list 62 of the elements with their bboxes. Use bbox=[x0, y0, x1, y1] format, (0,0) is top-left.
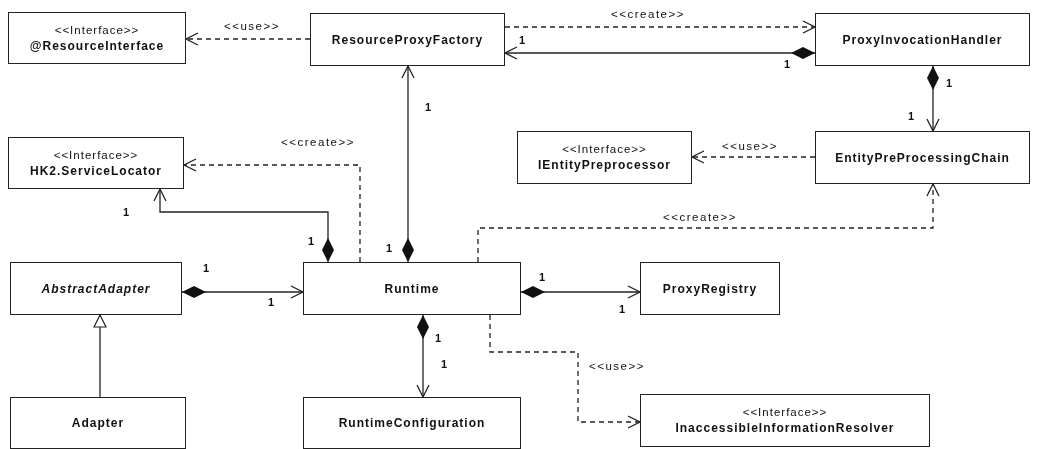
multiplicity-label: 1 bbox=[440, 358, 448, 370]
class-box bbox=[10, 397, 186, 449]
stereotype-label: <<Interface>> bbox=[53, 147, 139, 163]
class-box bbox=[310, 13, 505, 66]
class-box bbox=[640, 262, 780, 315]
composition-connector bbox=[416, 314, 430, 398]
composition-connector bbox=[181, 285, 304, 299]
class-name: ProxyRegistry bbox=[662, 280, 758, 297]
class-box bbox=[815, 131, 1030, 184]
multiplicity-label: 1 bbox=[424, 101, 432, 113]
class-box bbox=[8, 137, 184, 189]
dependency-arrow bbox=[504, 20, 816, 34]
dependency-arrow bbox=[691, 150, 816, 164]
class-box bbox=[8, 12, 186, 64]
class-name: Adapter bbox=[71, 415, 125, 431]
multiplicity-label: 1 bbox=[385, 242, 393, 254]
stereotype-label: <<Interface>> bbox=[562, 142, 647, 157]
inheritance-arrow bbox=[93, 314, 107, 398]
multiplicity-label: 1 bbox=[307, 235, 315, 247]
dependency-arrow bbox=[183, 158, 361, 263]
composition-connector bbox=[153, 188, 334, 263]
class-name: IEntityPreprocessor bbox=[537, 157, 671, 173]
dependency-arrow bbox=[489, 314, 641, 429]
multiplicity-label: 1 bbox=[907, 110, 915, 122]
composition-connector bbox=[401, 65, 415, 263]
class-name: EntityPreProcessingChain bbox=[835, 149, 1010, 166]
dependency-arrow bbox=[477, 183, 940, 263]
composition-connector bbox=[926, 65, 940, 132]
class-box bbox=[815, 13, 1030, 66]
edge-label: <<use>> bbox=[589, 360, 645, 372]
class-name: RuntimeConfiguration bbox=[338, 415, 486, 431]
multiplicity-label: 1 bbox=[202, 262, 210, 274]
edge-label: <<use>> bbox=[722, 140, 778, 152]
class-box bbox=[303, 397, 521, 449]
multiplicity-label: 1 bbox=[783, 58, 791, 70]
class-name: Runtime bbox=[384, 280, 440, 297]
edge-label: <<use>> bbox=[224, 20, 280, 32]
class-box bbox=[640, 394, 930, 447]
class-box bbox=[10, 262, 182, 315]
composition-connector bbox=[504, 46, 816, 60]
class-name: @ResourceInterface bbox=[29, 37, 165, 54]
multiplicity-label: 1 bbox=[518, 34, 526, 46]
class-name: ResourceProxyFactory bbox=[331, 31, 484, 48]
stereotype-label: <<Interface>> bbox=[54, 22, 140, 38]
edge-label: <<create>> bbox=[281, 136, 355, 148]
multiplicity-label: 1 bbox=[538, 271, 546, 283]
class-name: HK2.ServiceLocator bbox=[29, 162, 162, 179]
stereotype-label: <<Interface>> bbox=[742, 405, 828, 420]
multiplicity-label: 1 bbox=[945, 77, 953, 89]
class-name: ProxyInvocationHandler bbox=[842, 31, 1003, 48]
composition-connector bbox=[520, 285, 641, 299]
multiplicity-label: 1 bbox=[267, 296, 275, 308]
multiplicity-label: 1 bbox=[618, 303, 626, 315]
class-name: AbstractAdapter bbox=[41, 280, 151, 297]
multiplicity-label: 1 bbox=[434, 332, 442, 344]
class-box bbox=[517, 131, 692, 184]
multiplicity-label: 1 bbox=[122, 206, 130, 218]
edge-label: <<create>> bbox=[663, 211, 737, 223]
class-box bbox=[303, 262, 521, 315]
dependency-arrow bbox=[185, 32, 311, 46]
edge-label: <<create>> bbox=[611, 8, 685, 20]
class-name: InaccessibleInformationResolver bbox=[675, 420, 895, 436]
